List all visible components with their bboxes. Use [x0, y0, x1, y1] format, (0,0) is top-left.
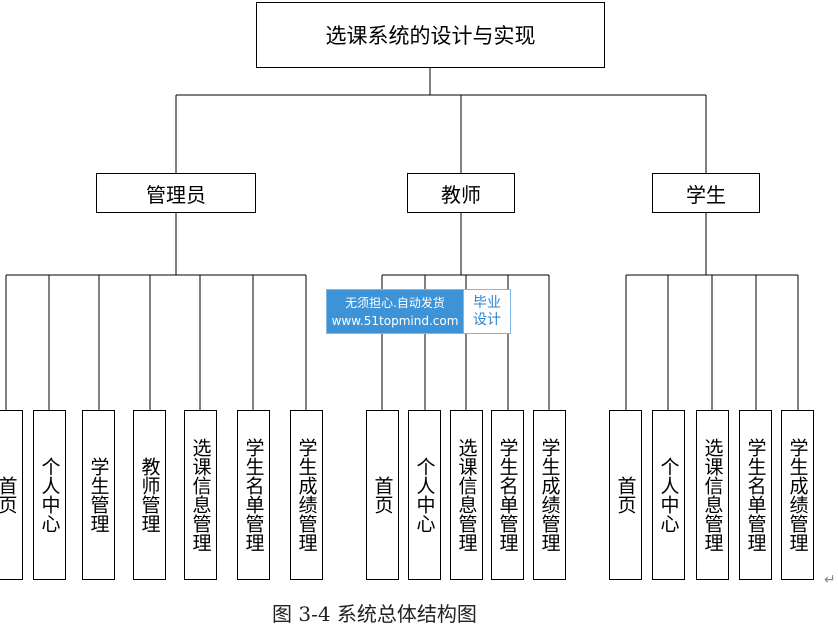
watermark-badge2: 设计: [473, 311, 501, 328]
module-label: 学生名单管理: [496, 438, 519, 552]
module-node: 首页: [609, 410, 642, 580]
watermark: 无须担心.自动发货 www.51topmind.com 毕业 设计: [326, 289, 511, 334]
role-label: 管理员: [146, 182, 206, 207]
module-node: 个人中心: [408, 410, 441, 580]
figure-caption: 图 3-4 系统总体结构图: [272, 602, 477, 626]
module-node: 教师管理: [133, 410, 166, 580]
module-node: 学生成绩管理: [533, 410, 566, 580]
role-label: 教师: [441, 182, 481, 207]
module-label: 学生名单管理: [744, 438, 767, 552]
module-node: 选课信息管理: [450, 410, 483, 580]
role-label: 学生: [686, 182, 726, 207]
watermark-text: 无须担心.自动发货 www.51topmind.com: [327, 290, 463, 333]
module-node: 个人中心: [652, 410, 685, 580]
role-node-teacher: 教师: [407, 173, 515, 213]
module-node: 选课信息管理: [696, 410, 729, 580]
module-label: 学生名单管理: [242, 438, 265, 552]
module-node: 学生名单管理: [491, 410, 524, 580]
module-node: 学生名单管理: [237, 410, 270, 580]
module-node: 选课信息管理: [184, 410, 217, 580]
module-label: 个人中心: [38, 457, 61, 533]
watermark-badge: 毕业 设计: [463, 290, 510, 333]
module-label: 首页: [614, 476, 637, 514]
watermark-badge1: 毕业: [473, 294, 501, 311]
module-node: 首页: [366, 410, 399, 580]
module-node: 学生成绩管理: [290, 410, 323, 580]
role-node-student: 学生: [652, 173, 760, 213]
module-label: 选课信息管理: [455, 438, 478, 552]
module-label: 教师管理: [138, 457, 161, 533]
module-label: 学生成绩管理: [538, 438, 561, 552]
module-label: 学生管理: [87, 457, 110, 533]
role-node-admin: 管理员: [96, 173, 256, 213]
return-mark: ↵: [824, 572, 836, 588]
module-label: 学生成绩管理: [786, 438, 809, 552]
module-node: 学生成绩管理: [781, 410, 814, 580]
watermark-line2: www.51topmind.com: [331, 313, 459, 328]
module-label: 选课信息管理: [701, 438, 724, 552]
module-label: 个人中心: [413, 457, 436, 533]
module-label: 选课信息管理: [189, 438, 212, 552]
module-label: 个人中心: [657, 457, 680, 533]
root-label: 选课系统的设计与实现: [325, 24, 536, 48]
module-node: 学生名单管理: [739, 410, 772, 580]
module-label: 首页: [0, 476, 18, 514]
root-node: 选课系统的设计与实现: [256, 2, 605, 68]
module-node: 首页: [0, 410, 23, 580]
module-label: 首页: [371, 476, 394, 514]
module-node: 学生管理: [82, 410, 115, 580]
module-label: 学生成绩管理: [295, 438, 318, 552]
module-node: 个人中心: [33, 410, 66, 580]
watermark-line1: 无须担心.自动发货: [345, 295, 445, 310]
